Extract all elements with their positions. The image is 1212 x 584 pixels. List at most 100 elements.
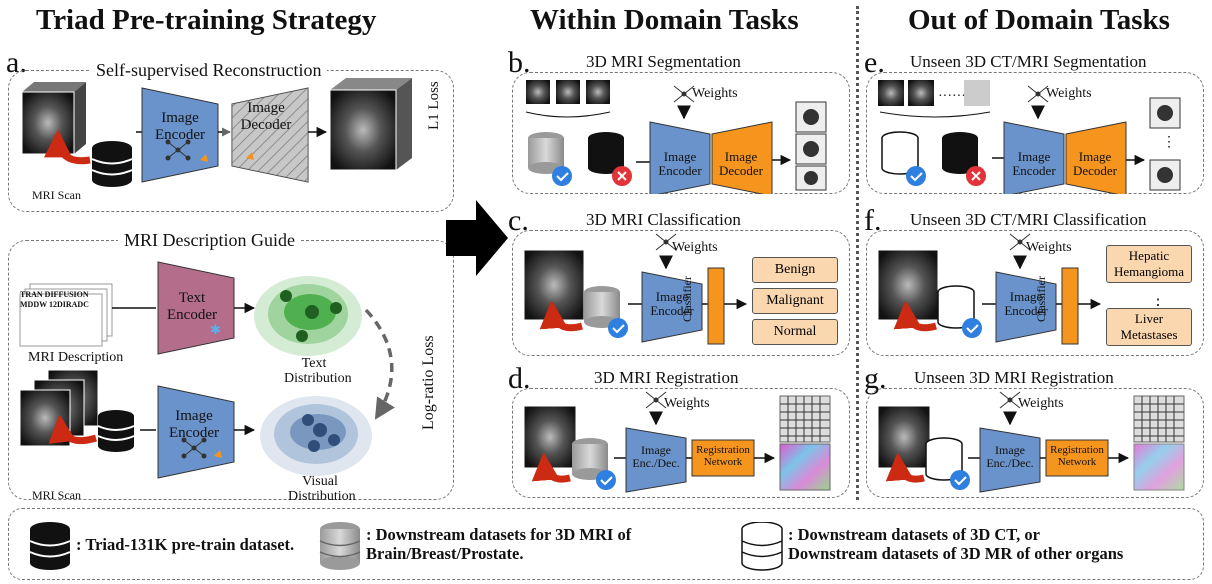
weights-label-c: Weights — [672, 240, 718, 255]
reconstructed-cube-icon — [329, 78, 412, 171]
panel-c-diagram — [523, 233, 748, 345]
image-encoder-block-b — [649, 121, 711, 194]
weights-label-e: Weights — [1046, 86, 1092, 101]
text-distribution-icon — [254, 276, 362, 356]
white-database-icon — [881, 131, 919, 175]
panel-e-letter: e. — [864, 46, 885, 79]
image-encoder-block-c — [641, 271, 703, 343]
panel-f-diagram: ⋮ — [877, 233, 1166, 345]
visual-distribution-icon — [260, 396, 372, 476]
weights-label-b: Weights — [692, 86, 738, 101]
image-encoder-block-f — [995, 271, 1057, 343]
panel-g-box — [866, 388, 1204, 498]
network-icon-b — [673, 85, 695, 103]
black-database-icon-2 — [97, 410, 135, 452]
encoder-label-f: Image Encoder — [1004, 289, 1048, 319]
doc-line-1: TRAN DIFFUSION — [20, 290, 89, 299]
legend-gray-text: : Downstream datasets for 3D MRI of Brai… — [366, 525, 632, 564]
doc-text: TRAN DIFFUSION MDDW 12DIRADC — [20, 290, 89, 311]
text-distribution-label: Text Distribution — [284, 356, 352, 387]
panel-d-title: 3D MRI Registration — [594, 368, 739, 387]
svg-text:······: ······ — [938, 89, 966, 104]
legend-gray-line-2: Brain/Breast/Prostate. — [366, 543, 524, 563]
section-separator — [856, 6, 859, 500]
legend-white-line-2: Downstream datasets of 3D MR of other or… — [788, 543, 1124, 563]
class-box-metastases: Liver Metastases — [1106, 308, 1192, 346]
panel-f-letter: f. — [864, 204, 882, 237]
deformation-field-icon-d — [779, 443, 831, 491]
class-box-normal: Normal — [752, 319, 838, 345]
legend-box — [8, 508, 1204, 580]
weights-label-d: Weights — [664, 396, 710, 411]
panel-e-box — [866, 72, 1204, 194]
panel-d-letter: d. — [508, 362, 531, 395]
header-right: Out of Domain Tasks — [908, 4, 1170, 36]
legend-gray-line-1: : Downstream datasets for 3D MRI of — [366, 525, 632, 544]
doc-line-2: MDDW 12DIRADC — [20, 300, 89, 310]
panel-g-title: Unseen 3D MRI Registration — [914, 368, 1114, 387]
header-middle: Within Domain Tasks — [530, 4, 799, 36]
panel-e-title: Unseen 3D CT/MRI Segmentation — [910, 52, 1147, 71]
black-database-icon — [91, 141, 133, 187]
weights-label-g: Weights — [1018, 396, 1064, 411]
snowflake-icon: ✱ — [210, 322, 221, 337]
mri-cubes-icon — [19, 369, 99, 447]
legend-black-text: : Triad-131K pre-train dataset. — [76, 535, 295, 554]
image-encoder-block-e — [1003, 121, 1065, 194]
image-encoder-label-2: Image Encoder — [169, 408, 219, 441]
registration-network-block-g — [1045, 439, 1109, 477]
network-label-g: Registration Network — [1050, 444, 1104, 469]
image-encdec-block-g — [979, 427, 1041, 493]
image-encoder-block — [141, 87, 219, 183]
segmentation-output-icon — [795, 101, 827, 191]
panel-e-diagram: ······ ⋮ — [878, 80, 1181, 194]
classifier-label-f: Classifier — [1034, 276, 1048, 322]
encoder-label-b: Image Encoder — [658, 149, 702, 179]
encoder-label-d: Image Enc./Dec. — [632, 443, 680, 471]
encoder-label-c: Image Encoder — [650, 289, 694, 319]
panel-g-letter: g. — [864, 362, 887, 395]
recon-title: Self-supervised Reconstruction — [90, 60, 328, 81]
image-decoder-block-e — [1065, 121, 1127, 194]
encoder-label-g: Image Enc./Dec. — [986, 443, 1034, 471]
panel-b-diagram — [525, 80, 827, 194]
image-encdec-block-d — [625, 427, 687, 493]
check-icon — [552, 166, 572, 186]
weights-label-f: Weights — [1026, 240, 1072, 255]
panel-c-letter: c. — [508, 204, 529, 237]
network-label-d: Registration Network — [696, 444, 750, 469]
guide-diagram: ✱ — [19, 261, 395, 479]
red-arrow — [44, 129, 91, 165]
mri-cube-icon — [21, 82, 86, 155]
panel-b-box — [512, 72, 850, 194]
classifier-block-f — [1061, 267, 1079, 345]
classifier-block-c — [707, 267, 725, 345]
big-arrow-icon — [446, 200, 508, 276]
panel-c-box — [512, 230, 850, 356]
legend-gray-db-icon — [319, 522, 361, 570]
registration-network-block-d — [691, 439, 755, 477]
text-encoder-block — [157, 261, 235, 355]
panel-d-box — [512, 388, 850, 498]
svg-text:⋮: ⋮ — [1162, 135, 1176, 150]
network-icon — [165, 139, 191, 161]
log-ratio-label: Log-ratio Loss — [420, 335, 437, 430]
legend-white-line-1: : Downstream datasets of 3D CT, or — [788, 525, 1040, 544]
text-encoder-label: Text Encoder — [167, 290, 217, 323]
classifier-label-c: Classifier — [680, 276, 694, 322]
mri-description-label: MRI Description — [28, 350, 124, 365]
image-decoder-block-b — [711, 121, 773, 194]
legend-white-db-icon — [741, 522, 783, 571]
decoder-label-e: Image Decoder — [1072, 149, 1118, 179]
mri-scan-label-2: MRI Scan — [32, 488, 81, 502]
mri-scan-label: MRI Scan — [32, 188, 81, 202]
panel-b-letter: b. — [508, 46, 531, 79]
panel-d-diagram — [523, 391, 831, 493]
panel-c-title: 3D MRI Classification — [586, 210, 741, 229]
guide-title: MRI Description Guide — [118, 230, 301, 251]
document-icon — [19, 283, 113, 347]
panel-b-title: 3D MRI Segmentation — [586, 52, 741, 71]
panel-g-diagram — [877, 391, 1185, 493]
class-box-benign: Benign — [752, 257, 838, 283]
class-box-malignant: Malignant — [752, 288, 838, 314]
